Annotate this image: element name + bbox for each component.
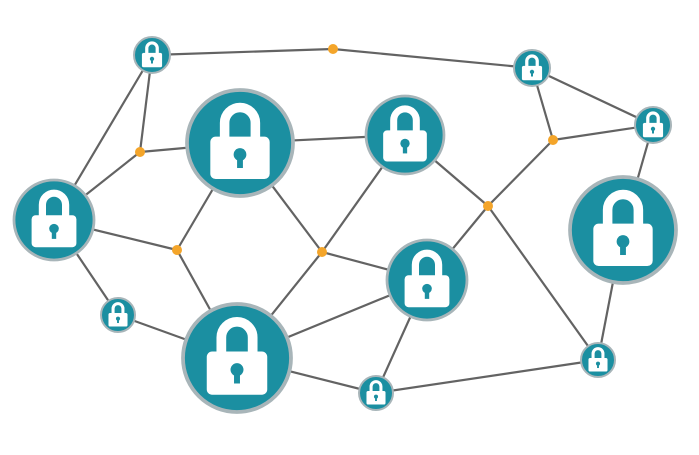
junction-dot (135, 147, 145, 157)
junction-dot (172, 245, 182, 255)
lock-node (185, 88, 295, 198)
padlock-icon (141, 41, 163, 68)
edge-line (487, 205, 599, 361)
junction-dot (328, 44, 338, 54)
padlock-icon (108, 302, 128, 327)
lock-node (133, 36, 171, 74)
junction-dot (317, 247, 327, 257)
padlock-icon (210, 102, 270, 180)
padlock-icon (206, 317, 268, 395)
padlock-icon (642, 111, 664, 138)
padlock-icon (366, 380, 386, 405)
lock-node (568, 175, 678, 285)
padlock-icon (521, 54, 543, 81)
junction-dot (548, 135, 558, 145)
lock-node (580, 342, 616, 378)
edge-line (332, 47, 533, 70)
padlock-icon (31, 189, 77, 248)
lock-node (100, 297, 136, 333)
edge-line (375, 358, 599, 395)
junctions (135, 44, 558, 257)
edges (53, 47, 655, 395)
lock-node (181, 302, 293, 414)
lock-node (12, 178, 96, 262)
padlock-icon (404, 249, 450, 308)
lock-node (634, 106, 672, 144)
lock-node (358, 375, 394, 411)
lock-node (385, 238, 469, 322)
lock-node (513, 49, 551, 87)
lock-node (364, 94, 446, 176)
lock-nodes (12, 36, 678, 414)
edge-line (531, 67, 654, 126)
padlock-icon (593, 189, 653, 267)
padlock-icon (588, 347, 608, 372)
edge-line (151, 47, 334, 57)
edge-line (487, 139, 554, 207)
padlock-icon (383, 105, 427, 162)
junction-dot (483, 201, 493, 211)
